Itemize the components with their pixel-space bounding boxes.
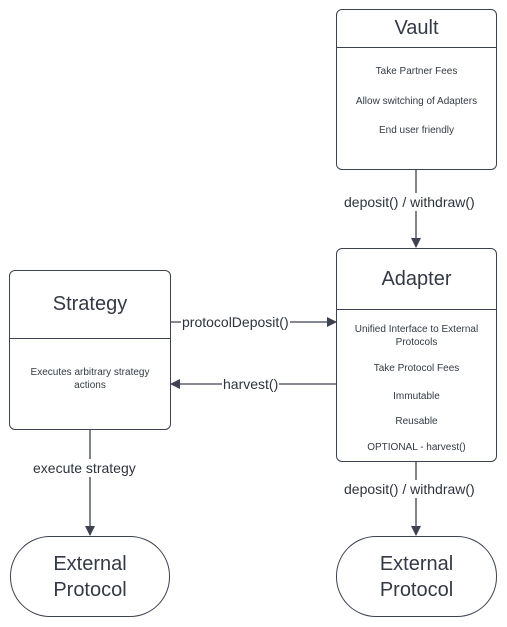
vault-item-partner-fees: Take Partner Fees <box>375 66 458 77</box>
vault-body: Take Partner Fees Allow switching of Ada… <box>337 48 496 169</box>
edge-label-adapter-to-external: deposit() / withdraw() <box>344 480 475 498</box>
strategy-box[interactable]: Strategy Executes arbitrary strategy act… <box>9 270 171 430</box>
edge-label-protocol-deposit: protocolDeposit() <box>181 313 290 331</box>
edge-label-vault-to-adapter: deposit() / withdraw() <box>344 193 475 211</box>
vault-item-user-friendly: End user friendly <box>378 125 455 136</box>
external-protocol-right[interactable]: External Protocol <box>336 536 497 617</box>
external-left-line1: External <box>53 552 127 575</box>
strategy-body: Executes arbitrary strategy actions <box>10 339 170 429</box>
vault-item-switch-adapters: Allow switching of Adapters <box>355 96 478 107</box>
strategy-item-executes: Executes arbitrary strategy actions <box>30 367 150 391</box>
external-protocol-left[interactable]: External Protocol <box>10 536 170 617</box>
vault-title: Vault <box>337 10 496 48</box>
edge-label-execute-strategy: execute strategy <box>33 459 136 477</box>
external-right-line1: External <box>379 552 454 575</box>
adapter-item-unified-interface: Unified Interface to External Protocols <box>354 324 479 348</box>
adapter-box[interactable]: Adapter Unified Interface to External Pr… <box>336 248 497 462</box>
edge-label-harvest: harvest() <box>222 375 280 393</box>
external-left-line2: Protocol <box>53 578 127 601</box>
external-right-line2: Protocol <box>379 578 454 601</box>
strategy-title: Strategy <box>10 271 170 339</box>
adapter-item-protocol-fees: Take Protocol Fees <box>373 363 460 374</box>
adapter-body: Unified Interface to External Protocols … <box>337 310 496 461</box>
adapter-title: Adapter <box>337 249 496 310</box>
vault-box[interactable]: Vault Take Partner Fees Allow switching … <box>336 9 497 170</box>
adapter-item-immutable: Immutable <box>393 391 440 402</box>
adapter-item-optional-harvest: OPTIONAL - harvest() <box>367 442 466 453</box>
adapter-item-reusable: Reusable <box>395 416 438 427</box>
